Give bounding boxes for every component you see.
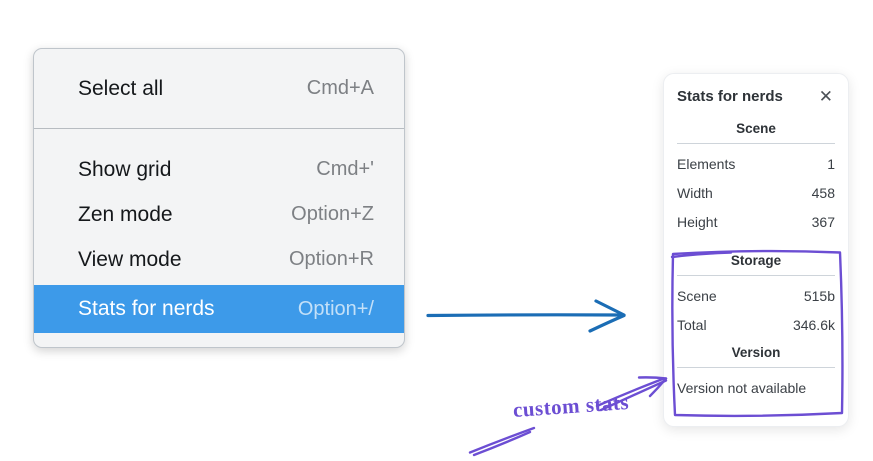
stat-label: Height [677,214,718,230]
menu-item-label: Select all [78,76,164,100]
stat-row-scene-size: Scene 515b [677,282,835,311]
stats-panel-header: Stats for nerds ✕ [677,86,835,107]
stat-value: 346.6k [792,317,835,333]
menu-item-show-grid[interactable]: Show grid Cmd+' [34,147,404,192]
stats-section-storage: Storage Scene 515b Total 346.6k [677,253,835,340]
stat-label: Scene [677,288,717,304]
section-divider [677,275,835,276]
stat-value: 515b [803,288,835,304]
stat-label: Width [677,185,713,201]
annotation-custom-stats-label: custom stats [512,389,630,423]
stat-row-width: Width 458 [677,179,835,208]
section-divider [677,143,835,144]
stats-section-scene: Scene Elements 1 Width 458 Height 367 [677,121,835,237]
stat-value: 1 [827,156,835,172]
stats-panel-title: Stats for nerds [677,88,783,105]
stat-row-total-size: Total 346.6k [677,311,835,340]
stat-value: 458 [811,185,835,201]
flow-arrow [426,299,626,333]
stat-label: Elements [677,156,736,172]
menu-item-shortcut: Cmd+' [316,158,374,180]
section-heading: Version [731,345,781,360]
menu-item-label: Zen mode [78,202,173,226]
close-icon[interactable]: ✕ [818,87,833,106]
menu-item-shortcut: Cmd+A [306,77,374,99]
stat-row-elements: Elements 1 [677,150,835,179]
menu-item-zen-mode[interactable]: Zen mode Option+Z [34,192,404,237]
menu-item-select-all[interactable]: Select all Cmd+A [34,49,404,128]
menu-item-label: View mode [78,247,182,271]
stats-panel: Stats for nerds ✕ Scene Elements 1 Width… [663,73,849,427]
menu-spacer [34,129,404,147]
menu-divider [34,128,404,129]
stat-value: 367 [811,214,835,230]
stats-section-version: Version Version not available [677,345,835,403]
menu-item-shortcut: Option+R [288,248,374,270]
section-heading: Storage [730,253,782,268]
menu-item-stats-for-nerds[interactable]: Stats for nerds Option+/ [34,285,404,333]
section-divider [677,367,835,368]
menu-item-shortcut: Option+/ [297,297,374,320]
menu-item-shortcut: Option+Z [291,203,374,225]
stat-label: Total [677,317,707,333]
version-note: Version not available [677,380,807,396]
menu-item-label: Show grid [78,157,172,181]
menu-item-view-mode[interactable]: View mode Option+R [34,237,404,282]
menu-item-label: Stats for nerds [78,297,215,320]
stat-row-height: Height 367 [677,208,835,237]
context-menu: Select all Cmd+A Show grid Cmd+' Zen mod… [33,48,405,348]
section-heading: Scene [736,121,776,136]
